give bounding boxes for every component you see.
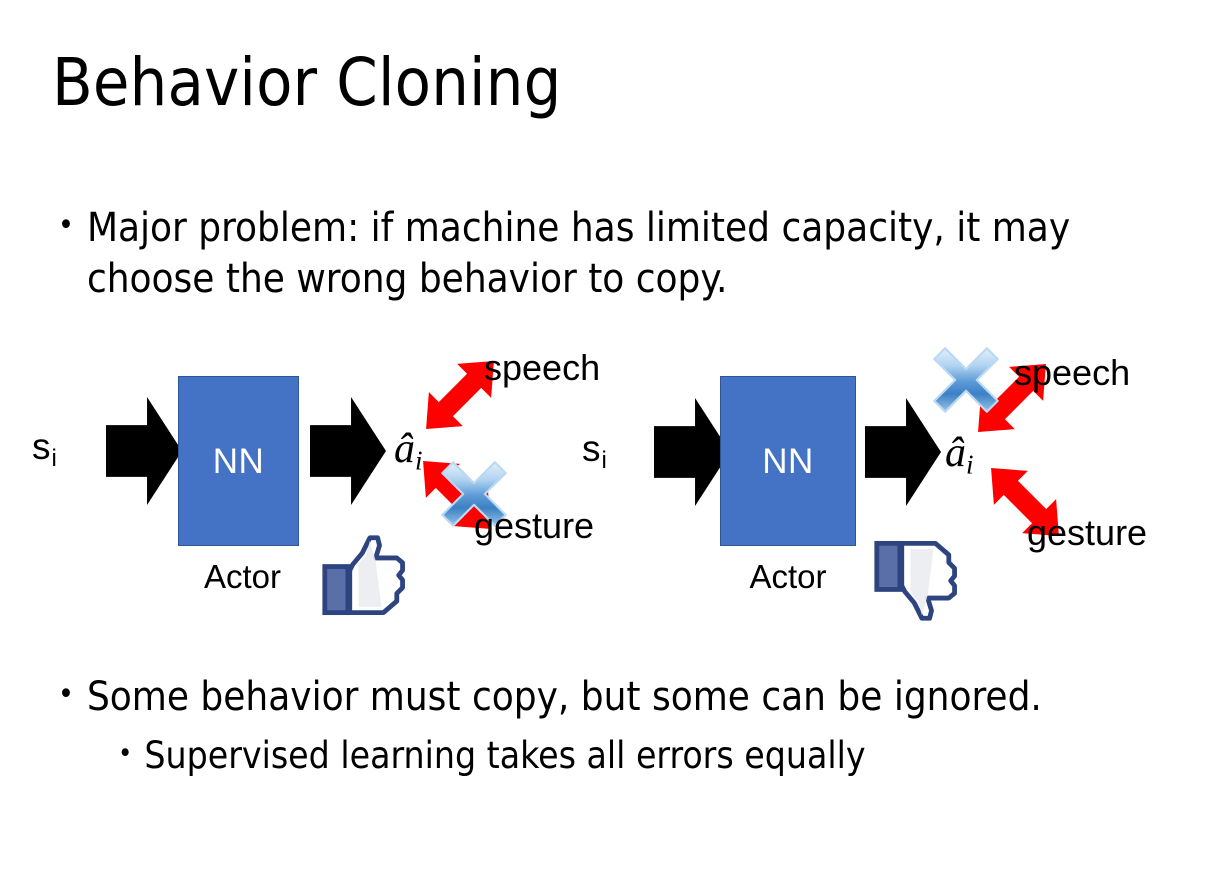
gesture-double-arrow-icon (423, 461, 491, 529)
thumbs-up-icon (322, 535, 405, 616)
state-symbol: s (32, 426, 51, 467)
branch-label-gesture-left: gesture (474, 505, 595, 546)
diagram-left: si NN Actor âi (22, 340, 612, 640)
input-block-arrow-icon (106, 397, 182, 505)
bullet-marker-icon: • (58, 677, 74, 712)
bullet-list-bottom-level1: • Some behavior must copy, but some can … (58, 672, 1168, 722)
cross-out-x-icon-gesture (441, 461, 507, 527)
bullet-marker-icon: • (118, 738, 133, 769)
diagram-right: si NN Actor âi (572, 340, 1162, 640)
bullet-text: Supervised learning takes all errors equ… (144, 734, 866, 777)
branch-label-gesture-right: gesture (1027, 512, 1148, 553)
bullet-text: Some behavior must copy, but some can be… (86, 674, 1042, 720)
nn-label: NN (212, 441, 265, 481)
actor-label-left: Actor (203, 558, 282, 595)
state-label-right: si (582, 430, 607, 473)
thumbs-down-icon (874, 540, 957, 621)
bullet-text: Major problem: if machine has limited ca… (86, 205, 1071, 303)
nn-label: NN (762, 441, 814, 481)
gesture-double-arrow-icon (991, 468, 1059, 536)
state-label-left: si (32, 428, 57, 471)
branch-label-speech-right: speech (1014, 352, 1131, 393)
output-block-arrow-icon (310, 397, 386, 505)
action-subscript: i (966, 449, 974, 480)
state-symbol: s (582, 428, 601, 469)
action-label-left: âi (394, 428, 423, 474)
speech-double-arrow-icon (978, 364, 1046, 432)
list-item: • Major problem: if machine has limited … (58, 203, 1138, 305)
action-subscript: i (415, 445, 423, 476)
bullet-list-bottom-level2: • Supervised learning takes all errors e… (118, 733, 1168, 779)
actor-label-right: Actor (749, 558, 827, 595)
state-subscript: i (601, 446, 607, 474)
nn-box-right: NN (720, 376, 856, 546)
cross-out-x-icon-speech (933, 347, 999, 413)
action-symbol: â (394, 426, 415, 472)
list-item: • Supervised learning takes all errors e… (118, 733, 1168, 779)
bullet-list-top: • Major problem: if machine has limited … (58, 203, 1138, 305)
input-block-arrow-icon (654, 398, 730, 506)
bullet-marker-icon: • (58, 208, 74, 243)
action-symbol: â (945, 430, 966, 476)
list-item: • Some behavior must copy, but some can … (58, 672, 1168, 722)
speech-double-arrow-icon (426, 361, 494, 429)
action-label-right: âi (945, 432, 974, 478)
page-title: Behavior Cloning (52, 44, 562, 121)
state-subscript: i (51, 444, 57, 472)
nn-box-left: NN (178, 376, 299, 546)
branch-label-speech-left: speech (484, 347, 601, 388)
